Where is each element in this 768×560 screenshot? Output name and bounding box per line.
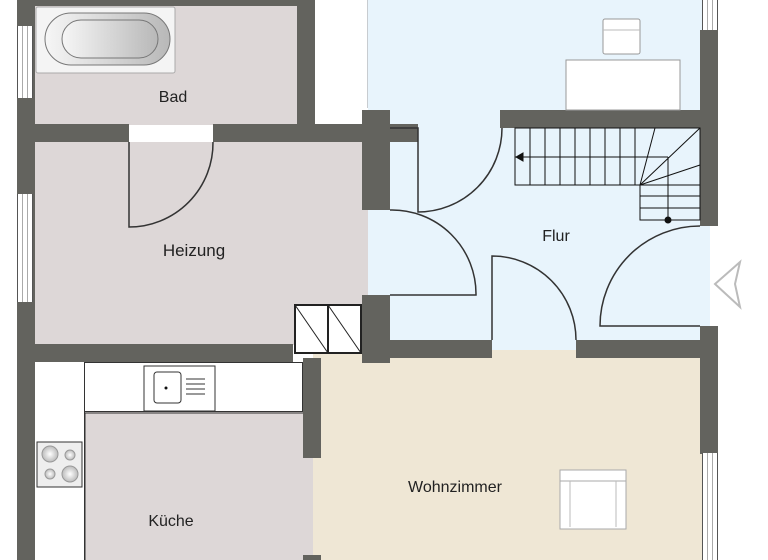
shaft-icon	[294, 304, 362, 354]
window-heizung	[17, 194, 33, 302]
window-wohnzimmer	[702, 453, 718, 560]
room-label-flur: Flur	[542, 228, 570, 245]
door-entrance	[599, 225, 701, 327]
window-flur-top	[702, 0, 718, 30]
wall-bad-right	[297, 0, 315, 125]
wall-kueche-right	[303, 358, 321, 458]
door-wohnzimmer	[491, 255, 577, 341]
kitchen-sink-icon	[143, 365, 216, 412]
room-label-wohnzimmer: Wohnzimmer	[408, 479, 502, 496]
cabinet-icon	[565, 59, 681, 111]
white-gap	[315, 0, 368, 108]
wall-kueche-right-bottom	[303, 555, 321, 560]
prev-button[interactable]	[708, 255, 748, 315]
window-bad	[17, 26, 33, 98]
armchair-icon	[559, 469, 627, 530]
wall-kueche-top	[17, 344, 293, 362]
stove-icon	[36, 441, 83, 488]
wall-top	[17, 0, 315, 6]
bathtub-icon	[35, 6, 176, 74]
room-label-kueche: Küche	[148, 513, 194, 530]
shelf-icon	[602, 18, 641, 55]
stairs-icon	[514, 127, 701, 224]
door-bad	[128, 141, 214, 228]
room-label-heizung: Heizung	[162, 241, 226, 260]
room-wohnzimmer	[313, 350, 703, 560]
wall-bad-bottom-left	[17, 124, 129, 142]
door-flur-top	[390, 127, 503, 213]
door-heizung	[389, 209, 477, 296]
room-label-bad: Bad	[158, 89, 188, 106]
wall-heizung-right-top	[362, 110, 390, 210]
wall-flur-bottom-right	[576, 340, 718, 358]
wall-flur-bottom-left	[362, 340, 492, 358]
chevron-left-icon	[713, 259, 742, 310]
wall-right-top	[700, 30, 718, 226]
wall-right-bottom	[700, 326, 718, 454]
wall-flur-top	[500, 110, 718, 128]
